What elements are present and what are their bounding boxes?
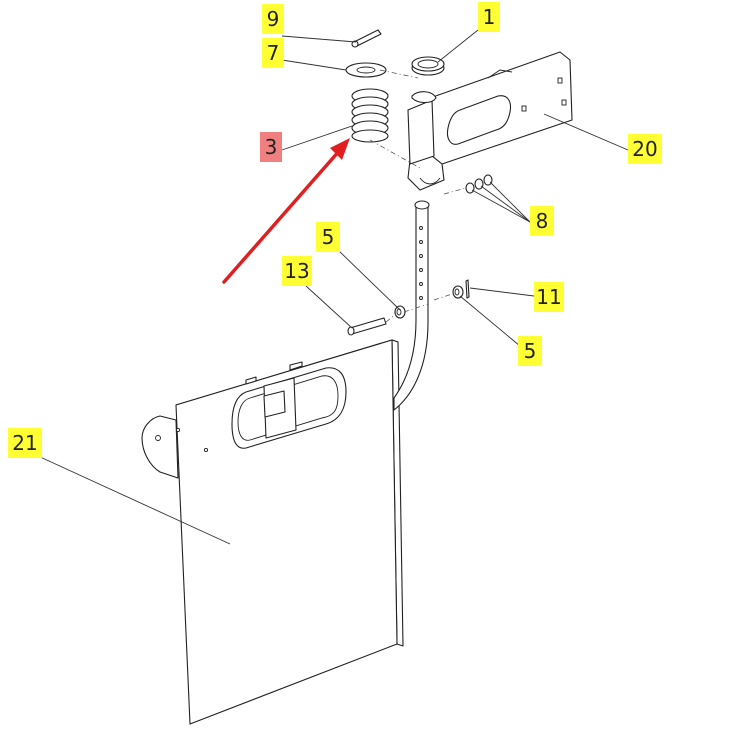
callout-7: 7 — [262, 38, 284, 68]
callout-1: 1 — [478, 2, 500, 32]
part-8-washers — [465, 174, 493, 194]
part-3-coil-spring — [351, 88, 389, 143]
callout-3-label: 3 — [265, 135, 278, 159]
callout-13-box — [282, 256, 312, 286]
callout-9-box — [262, 4, 284, 34]
callout-8: 8 — [530, 206, 554, 236]
callout-13: 13 — [282, 256, 312, 286]
assembly-centerlines — [369, 69, 467, 323]
callout-3-box — [260, 132, 282, 162]
callout-20: 20 — [628, 134, 662, 164]
callout-5-lower: 5 — [518, 336, 542, 366]
callout-11-box — [534, 282, 564, 312]
part-20-bracket — [407, 51, 573, 191]
callout-21: 21 — [8, 428, 42, 458]
callout-8-label: 8 — [536, 209, 549, 233]
callout-7-label: 7 — [267, 41, 280, 65]
callout-11-label: 11 — [536, 285, 561, 309]
part-13-shaft — [347, 317, 387, 336]
callout-7-box — [262, 38, 284, 68]
part-21-mud-flap — [141, 339, 404, 725]
part-7-washer — [345, 62, 387, 78]
callout-9: 9 — [262, 4, 284, 34]
callout-20-label: 20 — [632, 137, 657, 161]
part-5-bushing-right — [452, 285, 464, 299]
part-5-bushing-left — [394, 305, 406, 319]
callout-13-label: 13 — [284, 259, 309, 283]
callout-11: 11 — [534, 282, 564, 312]
curved-support-tube — [393, 200, 430, 411]
part-1-bushing — [411, 56, 445, 76]
callout-21-box — [8, 428, 42, 458]
callout-5-upper-label: 5 — [322, 225, 335, 249]
callout-1-label: 1 — [483, 5, 496, 29]
part-11-pin — [465, 279, 470, 299]
callout-8-box — [530, 206, 554, 236]
callout-labels: 9 1 7 3 20 8 5 13 — [8, 2, 662, 458]
callout-1-box — [478, 2, 500, 32]
callout-9-label: 9 — [267, 7, 280, 31]
part-9-pin — [351, 29, 382, 48]
callout-5-lower-label: 5 — [524, 339, 537, 363]
callout-21-label: 21 — [12, 431, 37, 455]
callout-20-box — [628, 134, 662, 164]
callout-5-lower-box — [518, 336, 542, 366]
leader-lines — [37, 29, 629, 545]
callout-5-upper-box — [316, 222, 340, 252]
callout-5-upper: 5 — [316, 222, 340, 252]
highlight-arrow — [222, 138, 350, 284]
callout-3: 3 — [260, 132, 282, 162]
